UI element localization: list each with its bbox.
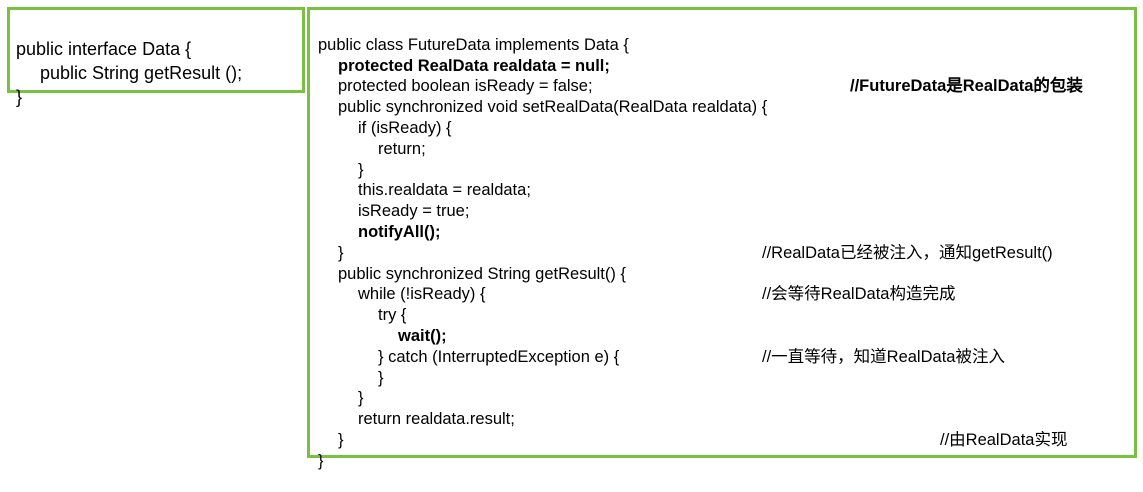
code-line: this.realdata = realdata; — [310, 160, 1134, 199]
interface-code-panel: public interface Data { public String ge… — [7, 7, 305, 107]
code-text: } — [358, 160, 364, 179]
code-text: } — [338, 430, 344, 449]
code-text: try { — [378, 306, 407, 325]
code-line: public synchronized void setRealData(Rea… — [310, 76, 1134, 116]
code-line: } catch (InterruptedException e) { — [310, 326, 1134, 366]
code-line: } — [310, 222, 1134, 262]
code-text: notifyAll(); — [358, 222, 441, 241]
code-line: public String getResult (); — [10, 37, 302, 83]
code-text: } — [358, 389, 364, 408]
code-comment: //RealData已经被注入，通知getResult() — [762, 243, 1053, 262]
code-line: } — [310, 368, 1134, 407]
code-text: public synchronized void setRealData(Rea… — [338, 98, 768, 117]
code-comment: //一直等待，知道RealData被注入 — [762, 347, 1005, 366]
code-text: if (isReady) { — [358, 118, 452, 137]
code-line: if (isReady) { — [310, 97, 1134, 137]
code-line: } — [310, 430, 1134, 470]
code-line: return; — [310, 118, 1134, 158]
code-comment: //由RealData实现 — [940, 430, 1068, 449]
code-text: wait(); — [398, 326, 447, 345]
code-text: public String getResult (); — [40, 63, 243, 83]
code-text: isReady = true; — [358, 202, 470, 221]
code-text: public synchronized String getResult() { — [338, 264, 626, 283]
code-comment: //会等待RealData构造完成 — [762, 285, 956, 304]
code-text: public class FutureData implements Data … — [318, 35, 629, 54]
code-line: return realdata.result; //由RealData实现 — [310, 388, 1134, 449]
code-line: } — [310, 347, 1134, 387]
code-text: this.realdata = realdata; — [358, 181, 531, 200]
code-text: protected boolean isReady = false; — [338, 77, 593, 96]
code-line: notifyAll(); //RealData已经被注入，通知getResult… — [310, 201, 1134, 262]
code-line: } — [310, 409, 1134, 449]
code-line: } — [310, 139, 1134, 179]
code-line: while (!isReady) { — [310, 264, 1134, 303]
code-text: } — [16, 87, 23, 107]
code-line: try { — [310, 284, 1134, 324]
code-line: public class FutureData implements Data … — [310, 14, 1134, 54]
code-line: public interface Data { — [10, 13, 302, 59]
code-line: public synchronized String getResult() {… — [310, 243, 1134, 304]
code-line: protected boolean isReady = false; — [310, 56, 1134, 95]
code-text: } catch (InterruptedException e) { — [378, 347, 620, 366]
class-code-panel: public class FutureData implements Data … — [307, 7, 1137, 470]
code-text: } — [318, 451, 324, 470]
code-comment: //FutureData是RealData的包装 — [850, 77, 1083, 96]
code-text: return realdata.result; — [358, 410, 515, 429]
code-text: return; — [378, 139, 426, 158]
code-text: protected RealData realdata = null; — [338, 56, 610, 75]
code-line: wait(); //一直等待，知道RealData被注入 — [310, 305, 1134, 366]
code-text: } — [378, 368, 384, 387]
code-text: } — [338, 243, 344, 262]
code-line: } — [10, 61, 302, 107]
code-text: public interface Data { — [16, 39, 192, 59]
code-text: while (!isReady) { — [358, 285, 486, 304]
code-line: isReady = true; — [310, 180, 1134, 220]
code-line: protected RealData realdata = null; //Fu… — [310, 35, 1134, 96]
